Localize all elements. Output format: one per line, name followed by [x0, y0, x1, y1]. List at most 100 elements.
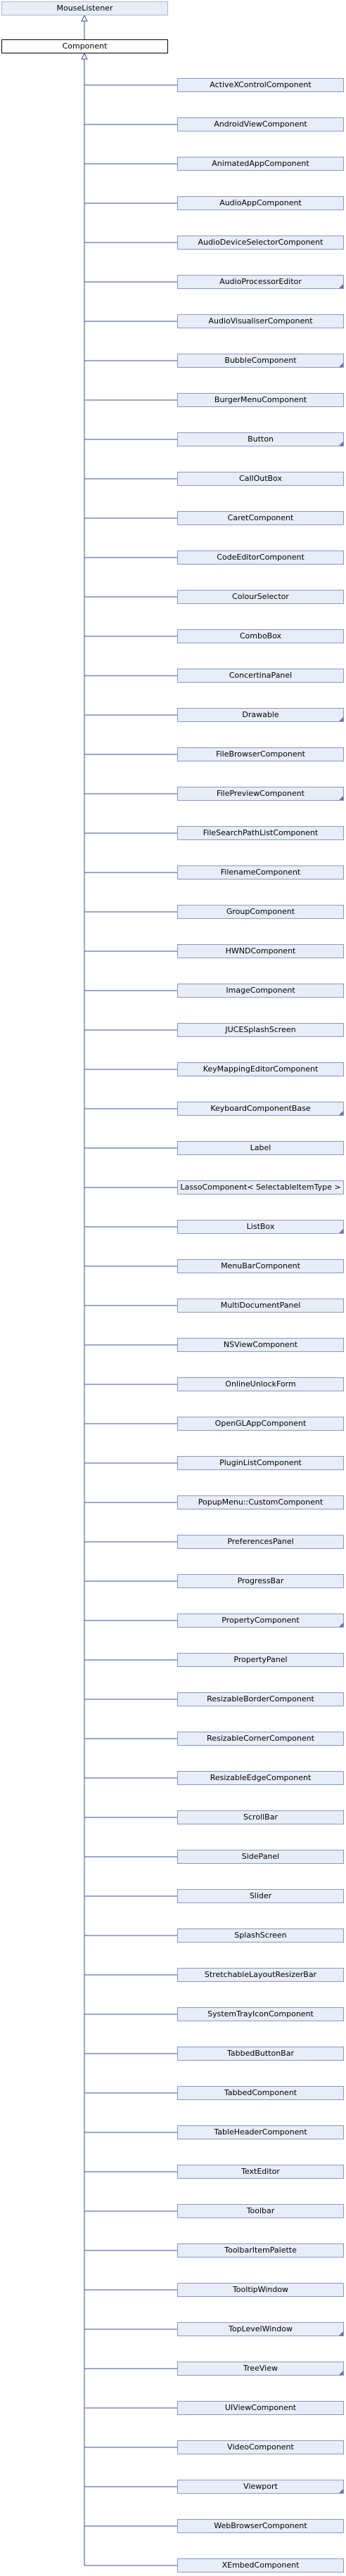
class-node-label: AndroidViewComponent — [214, 120, 307, 129]
class-node-label: Drawable — [242, 710, 279, 719]
class-node-activexcontrolcomponent[interactable]: ActiveXControlComponent — [177, 78, 344, 92]
class-node-systemtrayiconcomponent[interactable]: SystemTrayIconComponent — [177, 2007, 344, 2021]
class-node-label: PluginListComponent — [219, 1458, 302, 1467]
class-node-multidocumentpanel[interactable]: MultiDocumentPanel — [177, 1299, 344, 1313]
class-node-texteditor[interactable]: TextEditor — [177, 2165, 344, 2179]
class-node-videocomponent[interactable]: VideoComponent — [177, 2440, 344, 2454]
class-node-label: WebBrowserComponent — [214, 2521, 307, 2530]
class-node-tooltipwindow[interactable]: TooltipWindow — [177, 2283, 344, 2297]
truncated-subtree-marker — [339, 1623, 343, 1627]
class-node-propertypanel[interactable]: PropertyPanel — [177, 1653, 344, 1667]
class-node-toolbaritempalette[interactable]: ToolbarItemPalette — [177, 2243, 344, 2258]
class-node-onlineunlockform[interactable]: OnlineUnlockForm — [177, 1377, 344, 1391]
class-node-listbox[interactable]: ListBox — [177, 1220, 344, 1234]
class-node-keymappingeditorcomponent[interactable]: KeyMappingEditorComponent — [177, 1062, 344, 1076]
class-node-label: SidePanel — [241, 1852, 280, 1861]
class-node-button[interactable]: Button — [177, 432, 344, 446]
class-node-label: FilePreviewComponent — [216, 789, 305, 798]
class-node-label: TooltipWindow — [232, 2285, 289, 2294]
class-node-label: LassoComponent< SelectableItemType > — [180, 1183, 341, 1192]
class-node-nsviewcomponent[interactable]: NSViewComponent — [177, 1338, 344, 1352]
class-node-toolbar[interactable]: Toolbar — [177, 2204, 344, 2218]
class-node-groupcomponent[interactable]: GroupComponent — [177, 905, 344, 919]
class-node-tabbedcomponent[interactable]: TabbedComponent — [177, 2086, 344, 2100]
class-node-label: Viewport — [243, 2482, 278, 2491]
class-node-uiviewcomponent[interactable]: UIViewComponent — [177, 2401, 344, 2415]
class-node-preferencespanel[interactable]: PreferencesPanel — [177, 1535, 344, 1549]
class-node-label: Button — [248, 434, 274, 444]
class-node-label: ColourSelector — [232, 592, 289, 601]
class-node-filepreviewcomponent[interactable]: FilePreviewComponent — [177, 787, 344, 801]
class-node-label: CodeEditorComponent — [217, 553, 305, 562]
class-node-label: UIViewComponent — [224, 2403, 297, 2412]
class-node-scrollbar[interactable]: ScrollBar — [177, 1810, 344, 1824]
class-node-burgermenucomponent[interactable]: BurgerMenuComponent — [177, 393, 344, 407]
class-node-sidepanel[interactable]: SidePanel — [177, 1850, 344, 1864]
class-node-tableheadercomponent[interactable]: TableHeaderComponent — [177, 2125, 344, 2139]
class-node-viewport[interactable]: Viewport — [177, 2480, 344, 2494]
class-node-label: GroupComponent — [226, 907, 295, 916]
class-node-propertycomponent[interactable]: PropertyComponent — [177, 1614, 344, 1628]
class-node-pluginlistcomponent[interactable]: PluginListComponent — [177, 1456, 344, 1470]
class-node-resizableedgecomponent[interactable]: ResizableEdgeComponent — [177, 1771, 344, 1785]
truncated-subtree-marker — [339, 2371, 343, 2375]
class-node-label: AudioVisualiserComponent — [208, 316, 313, 326]
class-node-webbrowsercomponent[interactable]: WebBrowserComponent — [177, 2519, 344, 2533]
class-node-label: TextEditor — [241, 2167, 280, 2176]
class-node-caretcomponent[interactable]: CaretComponent — [177, 511, 344, 525]
class-node-hwndcomponent[interactable]: HWNDComponent — [177, 944, 344, 958]
class-node-label: BurgerMenuComponent — [214, 395, 307, 404]
class-node-keyboardcomponentbase[interactable]: KeyboardComponentBase — [177, 1102, 344, 1116]
class-node-lassocomponent-selectableitemtype[interactable]: LassoComponent< SelectableItemType > — [177, 1180, 344, 1194]
class-node-menubarcomponent[interactable]: MenuBarComponent — [177, 1259, 344, 1273]
class-node-openglappcomponent[interactable]: OpenGLAppComponent — [177, 1417, 344, 1431]
class-node-colourselector[interactable]: ColourSelector — [177, 590, 344, 604]
class-node-label: FileBrowserComponent — [216, 749, 305, 759]
class-node-popupmenu-customcomponent[interactable]: PopupMenu::CustomComponent — [177, 1495, 344, 1509]
class-node-filesearchpathlistcomponent[interactable]: FileSearchPathListComponent — [177, 826, 344, 840]
class-node-xembedcomponent[interactable]: XEmbedComponent — [177, 2558, 344, 2572]
class-node-bubblecomponent[interactable]: BubbleComponent — [177, 354, 344, 368]
truncated-subtree-marker — [339, 1229, 343, 1233]
truncated-subtree-marker — [339, 284, 343, 288]
class-node-resizablecornercomponent[interactable]: ResizableCornerComponent — [177, 1732, 344, 1746]
class-node-label: AnimatedAppComponent — [212, 159, 309, 168]
class-node-imagecomponent[interactable]: ImageComponent — [177, 984, 344, 998]
class-node-slider[interactable]: Slider — [177, 1889, 344, 1903]
class-node-toplevelwindow[interactable]: TopLevelWindow — [177, 2322, 344, 2336]
class-node-audioappcomponent[interactable]: AudioAppComponent — [177, 196, 344, 210]
class-node-resizablebordercomponent[interactable]: ResizableBorderComponent — [177, 1692, 344, 1706]
class-node-calloutbox[interactable]: CallOutBox — [177, 472, 344, 486]
class-node-progressbar[interactable]: ProgressBar — [177, 1574, 344, 1588]
class-node-audiovisualisercomponent[interactable]: AudioVisualiserComponent — [177, 314, 344, 328]
class-node-label: CaretComponent — [227, 513, 294, 522]
mouselistener-node[interactable]: MouseListener — [1, 1, 168, 15]
class-node-audiodeviceselectorcomponent[interactable]: AudioDeviceSelectorComponent — [177, 236, 344, 250]
class-node-jucesplashscreen[interactable]: JUCESplashScreen — [177, 1023, 344, 1037]
class-node-filebrowsercomponent[interactable]: FileBrowserComponent — [177, 747, 344, 761]
class-node-androidviewcomponent[interactable]: AndroidViewComponent — [177, 117, 344, 131]
class-node-label: FileSearchPathListComponent — [203, 828, 319, 837]
class-node-label: Slider — [249, 1891, 272, 1900]
class-node-combobox[interactable]: ComboBox — [177, 629, 344, 643]
class-node-stretchablelayoutresizerbar[interactable]: StretchableLayoutResizerBar — [177, 1968, 344, 1982]
class-node-codeeditorcomponent[interactable]: CodeEditorComponent — [177, 550, 344, 565]
class-node-audioprocessoreditor[interactable]: AudioProcessorEditor — [177, 275, 344, 289]
class-node-label[interactable]: Label — [177, 1141, 344, 1155]
class-node-label: ConcertinaPanel — [229, 671, 293, 680]
class-node-concertinapanel[interactable]: ConcertinaPanel — [177, 669, 344, 683]
class-node-splashscreen[interactable]: SplashScreen — [177, 1928, 344, 1943]
class-node-tabbedbuttonbar[interactable]: TabbedButtonBar — [177, 2047, 344, 2061]
component-node: Component — [1, 39, 168, 53]
class-node-label: TabbedComponent — [224, 2088, 297, 2097]
class-node-filenamecomponent[interactable]: FilenameComponent — [177, 865, 344, 880]
class-node-label: VideoComponent — [227, 2442, 294, 2452]
class-node-animatedappcomponent[interactable]: AnimatedAppComponent — [177, 157, 344, 171]
class-node-drawable[interactable]: Drawable — [177, 708, 344, 722]
mouselistener-arrowhead — [81, 14, 88, 22]
class-node-treeview[interactable]: TreeView — [177, 2362, 344, 2376]
class-node-label: PopupMenu::CustomComponent — [198, 1498, 323, 1507]
class-node-label: StretchableLayoutResizerBar — [204, 1970, 317, 1979]
class-node-label: XEmbedComponent — [222, 2561, 300, 2570]
